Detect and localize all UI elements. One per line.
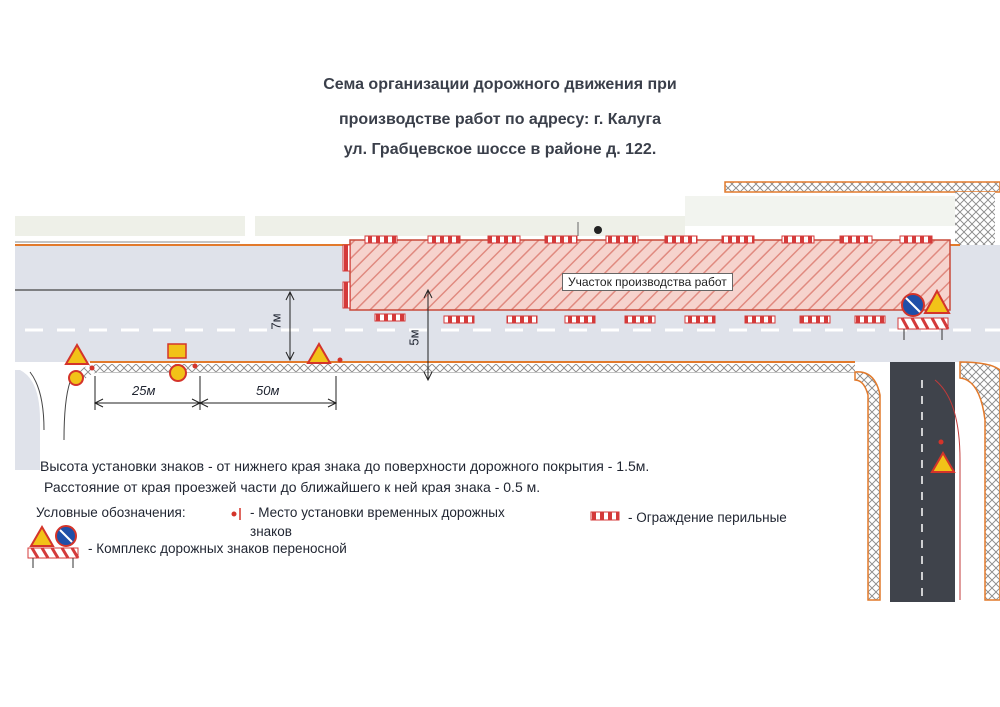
work-zone-label: Участок производства работ <box>562 273 733 291</box>
title-line-1: Сема организации дорожного движения при <box>323 76 677 93</box>
legend-railing-symbol <box>590 511 620 521</box>
sign-group-3 <box>306 342 343 364</box>
side-road-sign <box>930 439 956 473</box>
legend-temp-sign-text-1: - Место установки временных дорожных <box>250 505 505 520</box>
upper-sidewalk <box>685 181 1000 252</box>
title-line-2: производстве работ по адресу: г. Калуга <box>338 111 662 128</box>
portable-sign-complex <box>897 288 951 340</box>
railings-top <box>364 235 933 244</box>
dimension-label-7m: 7м <box>268 313 284 330</box>
sign-group-1 <box>64 343 95 386</box>
note-sign-height: Высота установки знаков - от нижнего кра… <box>40 458 650 474</box>
legend-portable-complex-text: - Комплекс дорожных знаков переносной <box>88 541 347 556</box>
dimension-5m <box>423 288 433 382</box>
side-road <box>854 361 1000 602</box>
legend-heading: Условные обозначения: <box>36 505 186 520</box>
dimension-label-5m: 5м <box>406 329 422 346</box>
distance-label-50m: 50м <box>256 383 280 398</box>
legend-temp-sign-symbol <box>231 508 241 520</box>
dimension-7m <box>285 290 295 362</box>
lower-left-sidewalk <box>15 364 855 470</box>
distance-label-25m: 25м <box>132 383 156 398</box>
note-sign-offset: Расстояние от края проезжей части до бли… <box>44 479 541 495</box>
sign-group-2 <box>167 343 198 382</box>
legend-temp-sign-text-2: знаков <box>250 524 292 539</box>
legend-railing-text: - Ограждение перильные <box>628 510 787 525</box>
upper-verge <box>15 216 685 236</box>
railings-left <box>342 244 351 309</box>
distance-dimensions <box>93 376 338 410</box>
railings-bottom <box>374 313 886 324</box>
title-line-3: ул. Грабцевское шоссе в районе д. 122. <box>343 141 657 158</box>
hydrant-marker <box>577 222 602 236</box>
legend-portable-complex-symbol <box>27 525 80 568</box>
